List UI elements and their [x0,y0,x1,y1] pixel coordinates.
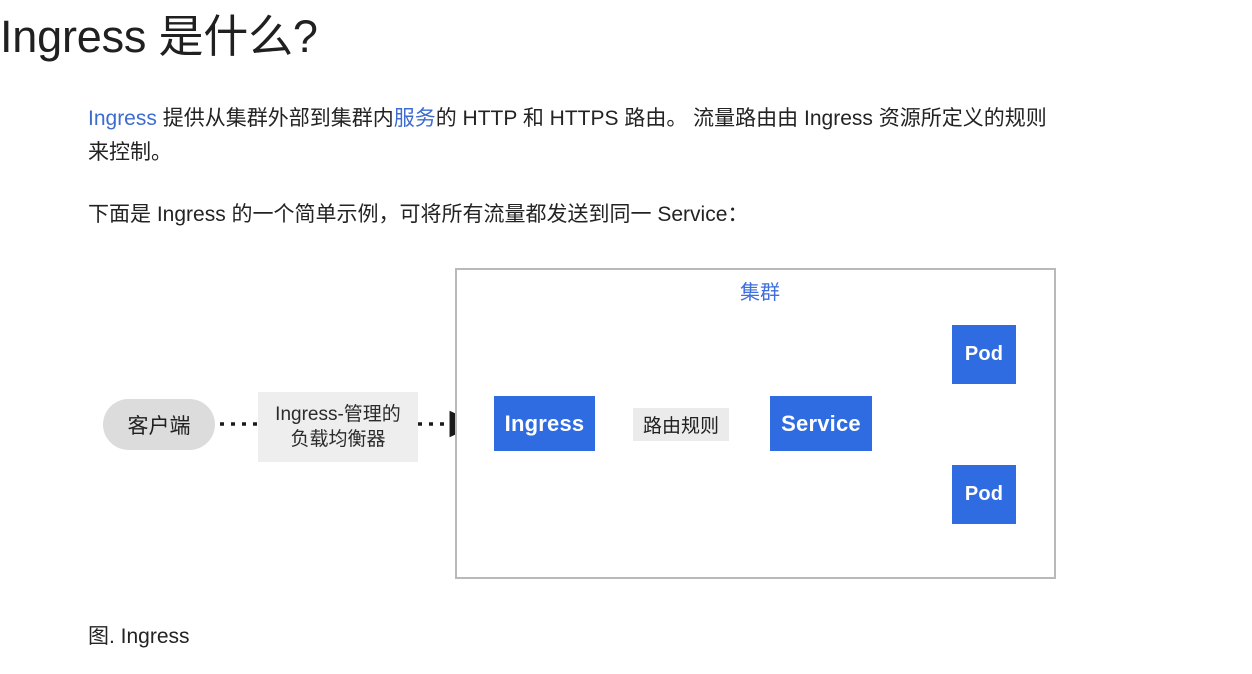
load-balancer-label-line2: 负载均衡器 [290,429,386,450]
intro-paragraph: Ingress 提供从集群外部到集群内服务的 HTTP 和 HTTPS 路由。 … [88,102,1063,170]
cluster-label: 集群 [740,282,780,304]
page-title: Ingress 是什么? [0,11,318,62]
ingress-node[interactable]: Ingress [494,396,595,451]
example-paragraph: 下面是 Ingress 的一个简单示例，可将所有流量都发送到同一 Service… [88,203,749,226]
client-node-label: 客户端 [127,414,191,438]
service-node[interactable]: Service [770,396,872,451]
service-link[interactable]: 服务 [393,107,436,130]
load-balancer-label: Ingress-管理的 负载均衡器 [258,392,418,462]
ingress-node-label: Ingress [504,410,585,436]
service-node-label: Service [781,410,861,436]
intro-text-part-2: 的 HTTP 和 HTTPS 路由。 流量路由由 Ingress 资源所定义的规… [88,107,1047,165]
ingress-link[interactable]: Ingress [88,107,157,130]
pod-node-bottom[interactable]: Pod [952,465,1016,524]
client-node[interactable]: 客户端 [103,399,215,450]
routing-rule-label: 路由规则 [633,408,729,441]
pod-node-top-label: Pod [964,343,1004,365]
load-balancer-label-line1: Ingress-管理的 [275,403,401,425]
intro-text-part-1: 提供从集群外部到集群内 [156,107,394,130]
pod-node-top[interactable]: Pod [952,325,1016,384]
pod-node-bottom-label: Pod [964,483,1004,505]
figure-caption: 图. Ingress [88,625,190,648]
page-root: Ingress 是什么? Ingress 提供从集群外部到集群内服务的 HTTP… [0,10,1252,674]
